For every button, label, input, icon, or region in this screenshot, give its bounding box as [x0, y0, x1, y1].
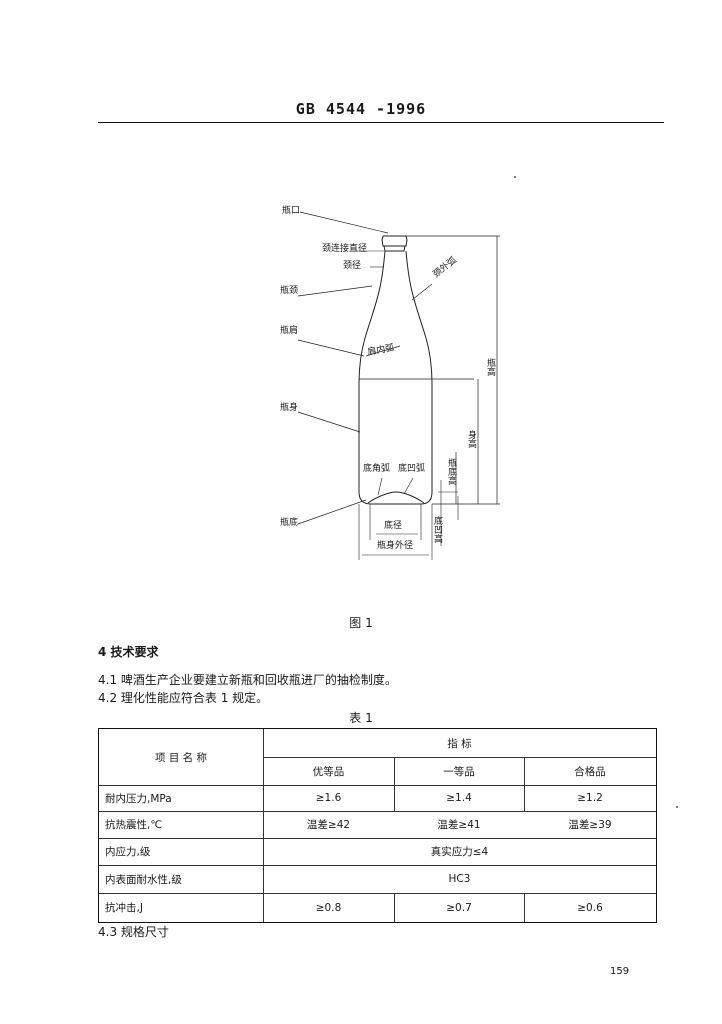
- table-cell: ≥0.8: [315, 901, 342, 914]
- header-rule: [98, 122, 664, 123]
- figure-caption: 图 1: [349, 616, 373, 630]
- table-cell: ≥0.6: [577, 901, 603, 914]
- bottle-finish: [381, 235, 408, 247]
- page-number: 159: [610, 966, 630, 977]
- table-cell: ≥0.7: [446, 901, 472, 914]
- clause-4-1: 4.1 啤酒生产企业要建立新瓶和回收瓶进厂的抽检制度。: [98, 673, 397, 687]
- table-cell: ≥1.6: [315, 792, 342, 804]
- base-arc: [367, 491, 425, 504]
- label-neck-diameter: 颈径: [343, 261, 362, 271]
- table-cell-merged: 真实应力≤4: [430, 846, 489, 858]
- label-bottle-height: 瓶高: [485, 358, 495, 376]
- label-neck-joint-diameter: 颈连接直径: [322, 244, 368, 254]
- label-base-concave-height: 底凹高: [432, 516, 442, 543]
- label-body-outer-diameter: 瓶身外径: [377, 541, 414, 551]
- table-cell: 温差≥42: [306, 819, 351, 831]
- label-bottle-base: 瓶底: [280, 518, 299, 528]
- label-bottle-body: 瓶身: [280, 403, 299, 413]
- label-base-concave-arc: 底凹弧: [398, 464, 426, 474]
- label-base-diameter: 底径: [384, 521, 403, 531]
- table-cell: ≥1.2: [577, 792, 603, 804]
- label-bottle-shoulder: 瓶肩: [280, 326, 299, 336]
- row-name-water-resistance: 内表面耐水性,级: [105, 873, 182, 886]
- row-name-thermal-shock: 抗热震性,℃: [105, 819, 163, 831]
- label-body-height: 身高: [466, 430, 476, 448]
- table-caption: 表 1: [349, 711, 373, 725]
- label-base-corner-arc: 底角弧: [363, 464, 391, 474]
- section-heading: 4 技术要求: [98, 645, 159, 659]
- scan-mark: [676, 806, 678, 808]
- label-bottle-neck: 瓶颈: [280, 286, 299, 296]
- spec-table: 项 目 名 称 指 标 优等品 一等品 合格品 耐内压力,MPa ≥1.6 ≥1…: [98, 728, 657, 923]
- label-bottle-mouth: 瓶口: [282, 206, 301, 216]
- table-cell-merged: HC3: [448, 873, 471, 885]
- clause-4-3: 4.3 规格尺寸: [98, 925, 169, 939]
- header-grade-first: 一等品: [443, 765, 475, 778]
- header-grade-premium: 优等品: [312, 765, 345, 778]
- header-grade-qualified: 合格品: [574, 765, 606, 778]
- clause-4-2: 4.2 理化性能应符合表 1 规定。: [98, 691, 269, 705]
- scan-mark: [514, 176, 516, 178]
- table-cell: 温差≥39: [568, 819, 612, 831]
- header-indicator: 指 标: [447, 737, 472, 750]
- bottle-diagram: [297, 211, 500, 560]
- row-name-internal-pressure: 耐内压力,MPa: [105, 792, 172, 805]
- row-name-impact: 抗冲击,J: [105, 902, 143, 914]
- table-cell: ≥1.4: [446, 792, 472, 804]
- standard-code-header: GB 4544 -1996: [295, 100, 427, 118]
- table-cell: 温差≥41: [437, 819, 481, 831]
- label-base-height: 瓶底高: [446, 458, 456, 485]
- header-item-name: 项 目 名 称: [154, 751, 207, 764]
- row-name-internal-stress: 内应力,级: [105, 846, 151, 858]
- bottle-outline: [358, 250, 433, 505]
